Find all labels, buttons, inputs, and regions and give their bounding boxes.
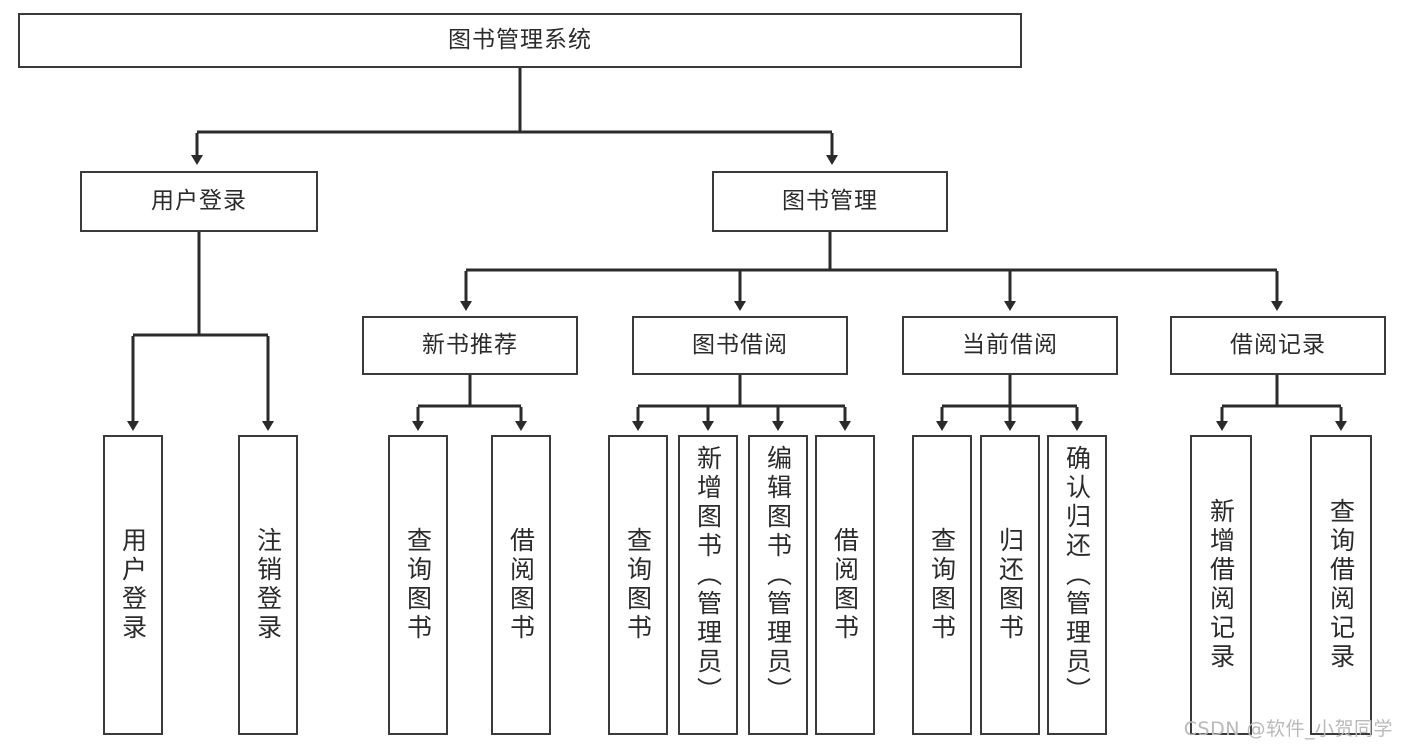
node-new-book-recommend-label: 新书推荐 bbox=[422, 331, 518, 358]
node-borrow-record[interactable]: 借阅记录 bbox=[1170, 316, 1386, 375]
node-leaf-borrow-book-2-label: 借阅图书 bbox=[830, 527, 860, 643]
node-leaf-edit-book[interactable]: 编辑图书（管理员） bbox=[748, 435, 808, 735]
node-leaf-add-book[interactable]: 新增图书（管理员） bbox=[678, 435, 738, 735]
node-book-management-label: 图书管理 bbox=[782, 187, 878, 214]
node-leaf-borrow-book-2[interactable]: 借阅图书 bbox=[815, 435, 875, 735]
node-book-borrow[interactable]: 图书借阅 bbox=[632, 316, 848, 375]
node-leaf-return-book-label: 归还图书 bbox=[995, 527, 1025, 643]
node-leaf-borrow-book-1[interactable]: 借阅图书 bbox=[491, 435, 551, 735]
node-leaf-edit-book-label: 编辑图书（管理员） bbox=[763, 445, 793, 706]
node-leaf-user-login-label: 用户登录 bbox=[118, 527, 148, 643]
node-leaf-logout-login-label: 注销登录 bbox=[253, 527, 283, 643]
node-leaf-return-book[interactable]: 归还图书 bbox=[980, 435, 1040, 735]
node-leaf-confirm-return[interactable]: 确认归还（管理员） bbox=[1047, 435, 1107, 735]
node-leaf-confirm-return-label: 确认归还（管理员） bbox=[1062, 445, 1092, 706]
node-root[interactable]: 图书管理系统 bbox=[18, 13, 1022, 68]
node-user-login[interactable]: 用户登录 bbox=[80, 171, 318, 232]
node-leaf-query-book-3[interactable]: 查询图书 bbox=[912, 435, 972, 735]
watermark: CSDN @软件_小贺同学 bbox=[1183, 718, 1393, 740]
node-leaf-user-login[interactable]: 用户登录 bbox=[103, 435, 163, 735]
node-leaf-query-book-1-label: 查询图书 bbox=[403, 527, 433, 643]
node-book-management[interactable]: 图书管理 bbox=[712, 171, 948, 232]
node-book-borrow-label: 图书借阅 bbox=[692, 331, 788, 358]
node-leaf-add-book-label: 新增图书（管理员） bbox=[693, 445, 723, 706]
node-leaf-borrow-book-1-label: 借阅图书 bbox=[506, 527, 536, 643]
node-leaf-query-record-label: 查询借阅记录 bbox=[1326, 498, 1356, 672]
node-leaf-add-record[interactable]: 新增借阅记录 bbox=[1190, 435, 1252, 735]
node-user-login-label: 用户登录 bbox=[151, 187, 247, 214]
node-current-borrow[interactable]: 当前借阅 bbox=[902, 316, 1118, 375]
node-leaf-logout-login[interactable]: 注销登录 bbox=[238, 435, 298, 735]
node-new-book-recommend[interactable]: 新书推荐 bbox=[362, 316, 578, 375]
node-leaf-query-book-3-label: 查询图书 bbox=[927, 527, 957, 643]
node-root-label: 图书管理系统 bbox=[448, 26, 592, 53]
node-leaf-query-book-2-label: 查询图书 bbox=[623, 527, 653, 643]
node-leaf-add-record-label: 新增借阅记录 bbox=[1206, 498, 1236, 672]
node-borrow-record-label: 借阅记录 bbox=[1230, 331, 1326, 358]
node-leaf-query-record[interactable]: 查询借阅记录 bbox=[1310, 435, 1372, 735]
node-current-borrow-label: 当前借阅 bbox=[962, 331, 1058, 358]
node-leaf-query-book-2[interactable]: 查询图书 bbox=[608, 435, 668, 735]
node-leaf-query-book-1[interactable]: 查询图书 bbox=[388, 435, 448, 735]
